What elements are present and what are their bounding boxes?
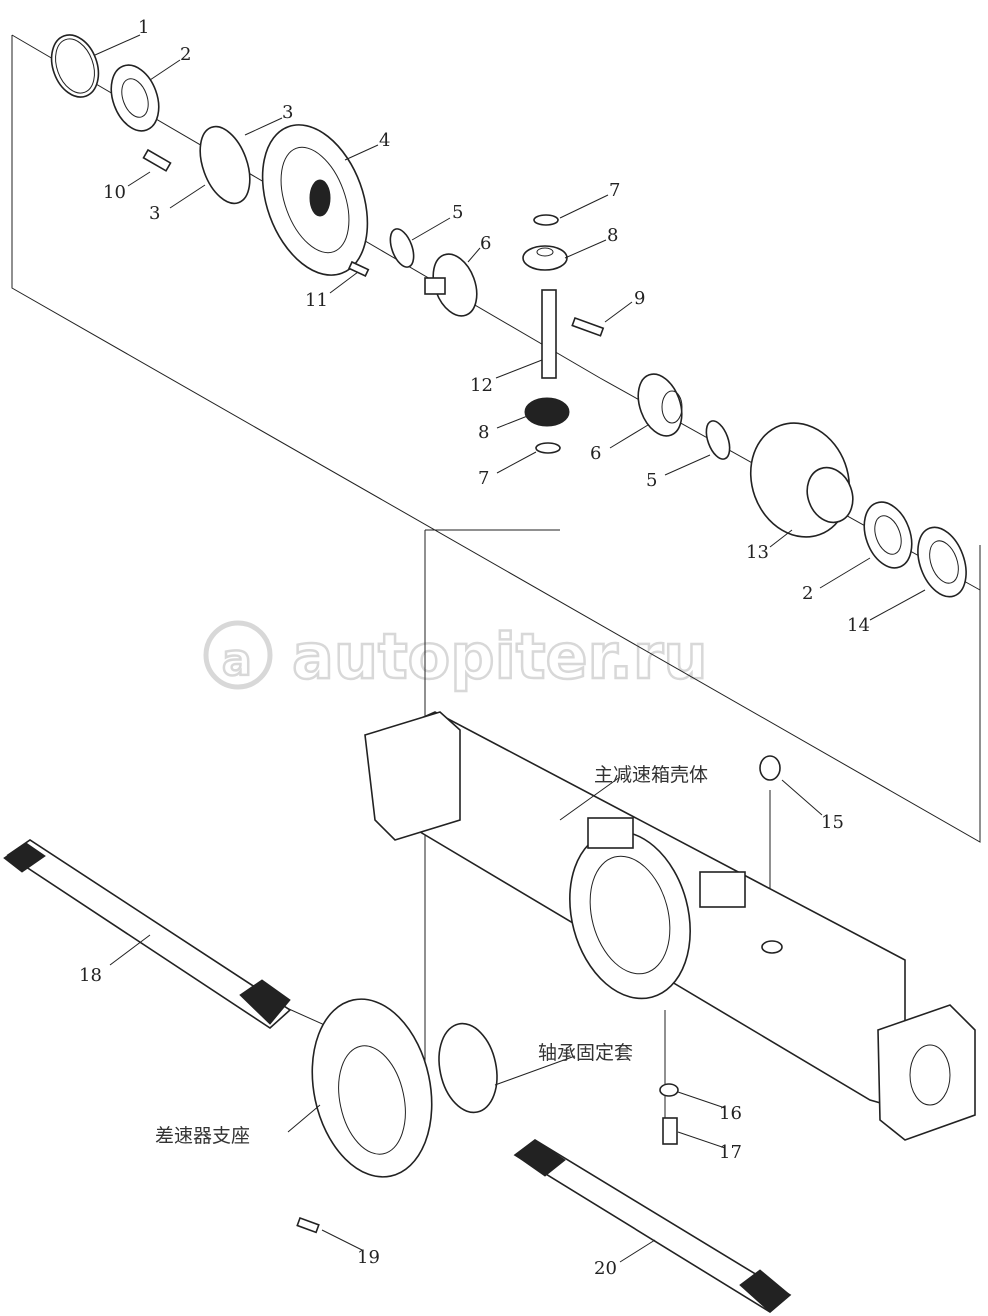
callout-7-lower: 7 — [478, 468, 489, 489]
callout-20: 20 — [594, 1258, 617, 1279]
bearing-retainer-sleeve — [438, 1022, 498, 1114]
callout-7: 7 — [609, 180, 620, 201]
callout-labels: 1 2 3 10 3 4 5 7 8 6 9 11 12 8 7 6 5 13 … — [79, 17, 870, 1279]
callout-16: 16 — [719, 1103, 742, 1124]
callout-2: 2 — [180, 44, 191, 65]
part-8-planet-gear-lower — [524, 397, 570, 427]
callout-14: 14 — [847, 615, 870, 636]
callout-1: 1 — [138, 17, 149, 38]
callout-15: 15 — [821, 812, 844, 833]
part-1-snap-ring — [50, 34, 100, 98]
callout-13: 13 — [746, 542, 769, 563]
callout-18: 18 — [79, 965, 102, 986]
part-19-pin — [296, 1216, 320, 1234]
callout-8-lower: 8 — [478, 422, 489, 443]
part-12-cross-shaft — [541, 289, 557, 379]
part-16-washer — [659, 1083, 679, 1097]
svg-text:a: a — [222, 635, 252, 686]
callout-3-lower: 3 — [149, 203, 160, 224]
part-18-half-shaft — [3, 839, 292, 1030]
part-13-differential-case — [749, 422, 854, 538]
part-4-crown-gear — [261, 124, 369, 276]
part-11-pin — [347, 260, 370, 278]
callout-5: 5 — [452, 202, 463, 223]
label-differential-support: 差速器支座 — [155, 1125, 250, 1147]
callout-6-right: 6 — [590, 443, 601, 464]
part-20-half-shaft — [513, 1139, 792, 1313]
part-14-adjusting-nut — [917, 526, 967, 598]
part-3-lock-plate — [199, 125, 251, 205]
callout-17: 17 — [719, 1142, 742, 1163]
label-bearing-retainer-sleeve: 轴承固定套 — [538, 1042, 633, 1064]
part-7-washer — [533, 214, 559, 226]
watermark: a autopiter.ru — [203, 619, 709, 694]
part-8-planet-gear — [522, 245, 568, 271]
callout-19: 19 — [357, 1247, 380, 1268]
part-6-side-gear-right — [637, 373, 683, 437]
callout-2-right: 2 — [802, 583, 813, 604]
callout-12: 12 — [470, 375, 493, 396]
main-reducer-housing — [364, 711, 976, 1141]
watermark-text: autopiter.ru — [292, 620, 708, 693]
part-2-bearing-right — [863, 501, 913, 569]
washer-on-housing — [761, 940, 783, 954]
differential-support — [311, 998, 433, 1178]
callout-11: 11 — [305, 290, 328, 311]
part-6-side-gear — [424, 253, 478, 317]
callout-6: 6 — [480, 233, 491, 254]
callout-5-right: 5 — [646, 470, 657, 491]
part-17-drain-plug — [662, 1117, 678, 1145]
callout-3: 3 — [282, 102, 293, 123]
part-2-bearing — [110, 64, 160, 132]
part-5-washer — [389, 228, 415, 268]
part-5-washer-right — [705, 420, 731, 460]
callout-9: 9 — [634, 288, 645, 309]
part-15-breather — [759, 755, 781, 781]
callout-8: 8 — [607, 225, 618, 246]
callout-10: 10 — [103, 182, 126, 203]
label-main-reducer-housing: 主减速箱壳体 — [594, 764, 708, 786]
part-7-washer-lower — [535, 442, 561, 454]
callout-4: 4 — [379, 130, 390, 151]
part-10-bolt — [142, 148, 172, 172]
part-9-pin — [571, 316, 605, 337]
leader-lines — [94, 34, 926, 1263]
